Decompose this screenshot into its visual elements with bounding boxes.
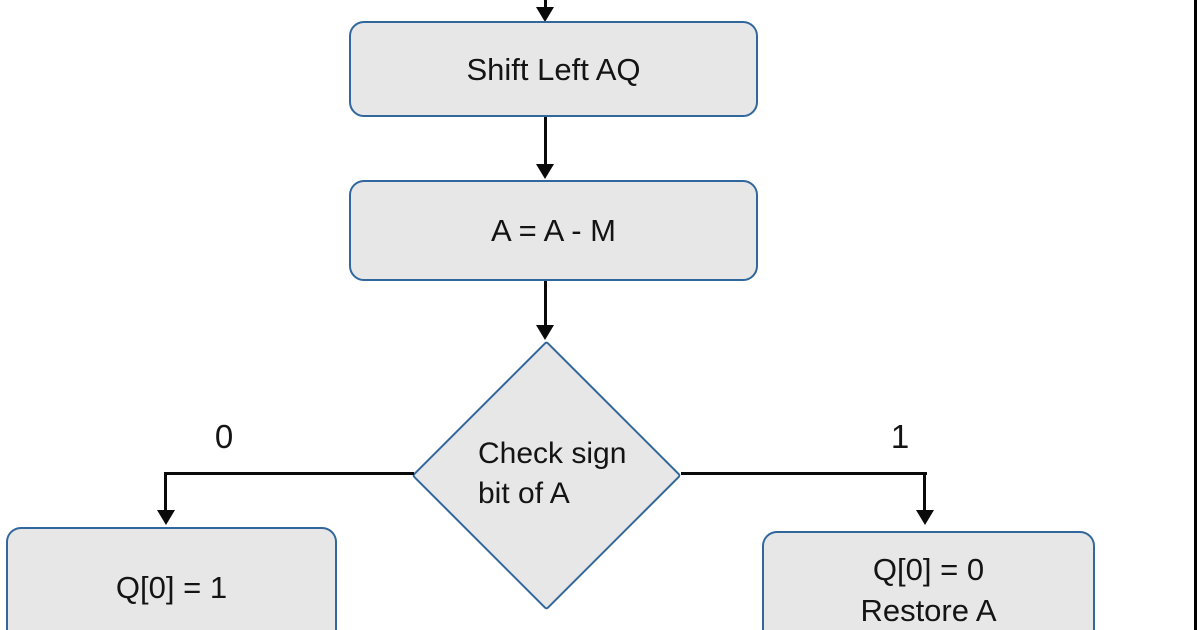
decision-label: Check sign bit of A <box>478 434 626 514</box>
down-arrowhead-icon <box>536 7 554 22</box>
branch-left-horizontal-line <box>164 472 414 475</box>
decision-label-line1: Check sign <box>478 437 627 470</box>
process-node-a-minus-m: A = A - M <box>349 180 758 281</box>
process-node-q0-equals-0-restore-a: Q[0] = 0 Restore A <box>762 531 1095 630</box>
branch-right-vertical-line <box>923 472 926 512</box>
process-node-label-line2: Restore A <box>860 593 997 628</box>
process-node-label-line1: Q[0] = 0 <box>872 552 985 587</box>
down-arrowhead-icon <box>536 164 554 179</box>
process-node-shift-left-aq: Shift Left AQ <box>349 21 758 117</box>
branch-right-horizontal-line <box>681 472 927 475</box>
process-node-q0-equals-1: Q[0] = 1 <box>6 527 337 630</box>
decision-label-line2: bit of A <box>478 477 570 510</box>
branch-label-one: 1 <box>890 418 910 455</box>
right-border-line <box>1194 0 1197 630</box>
process-node-label: Shift Left AQ <box>466 51 641 87</box>
arrow-line-subtract-to-decision <box>544 281 547 327</box>
process-node-label: Q[0] = 1 <box>115 570 228 605</box>
branch-left-vertical-line <box>164 472 167 512</box>
down-arrowhead-icon <box>157 510 175 525</box>
down-arrowhead-icon <box>536 325 554 340</box>
arrow-line-into-shift-left <box>544 0 547 12</box>
down-arrowhead-icon <box>916 510 934 525</box>
process-node-label: A = A - M <box>491 213 616 248</box>
arrow-line-shift-to-subtract <box>544 117 547 166</box>
branch-label-zero: 0 <box>214 418 234 455</box>
